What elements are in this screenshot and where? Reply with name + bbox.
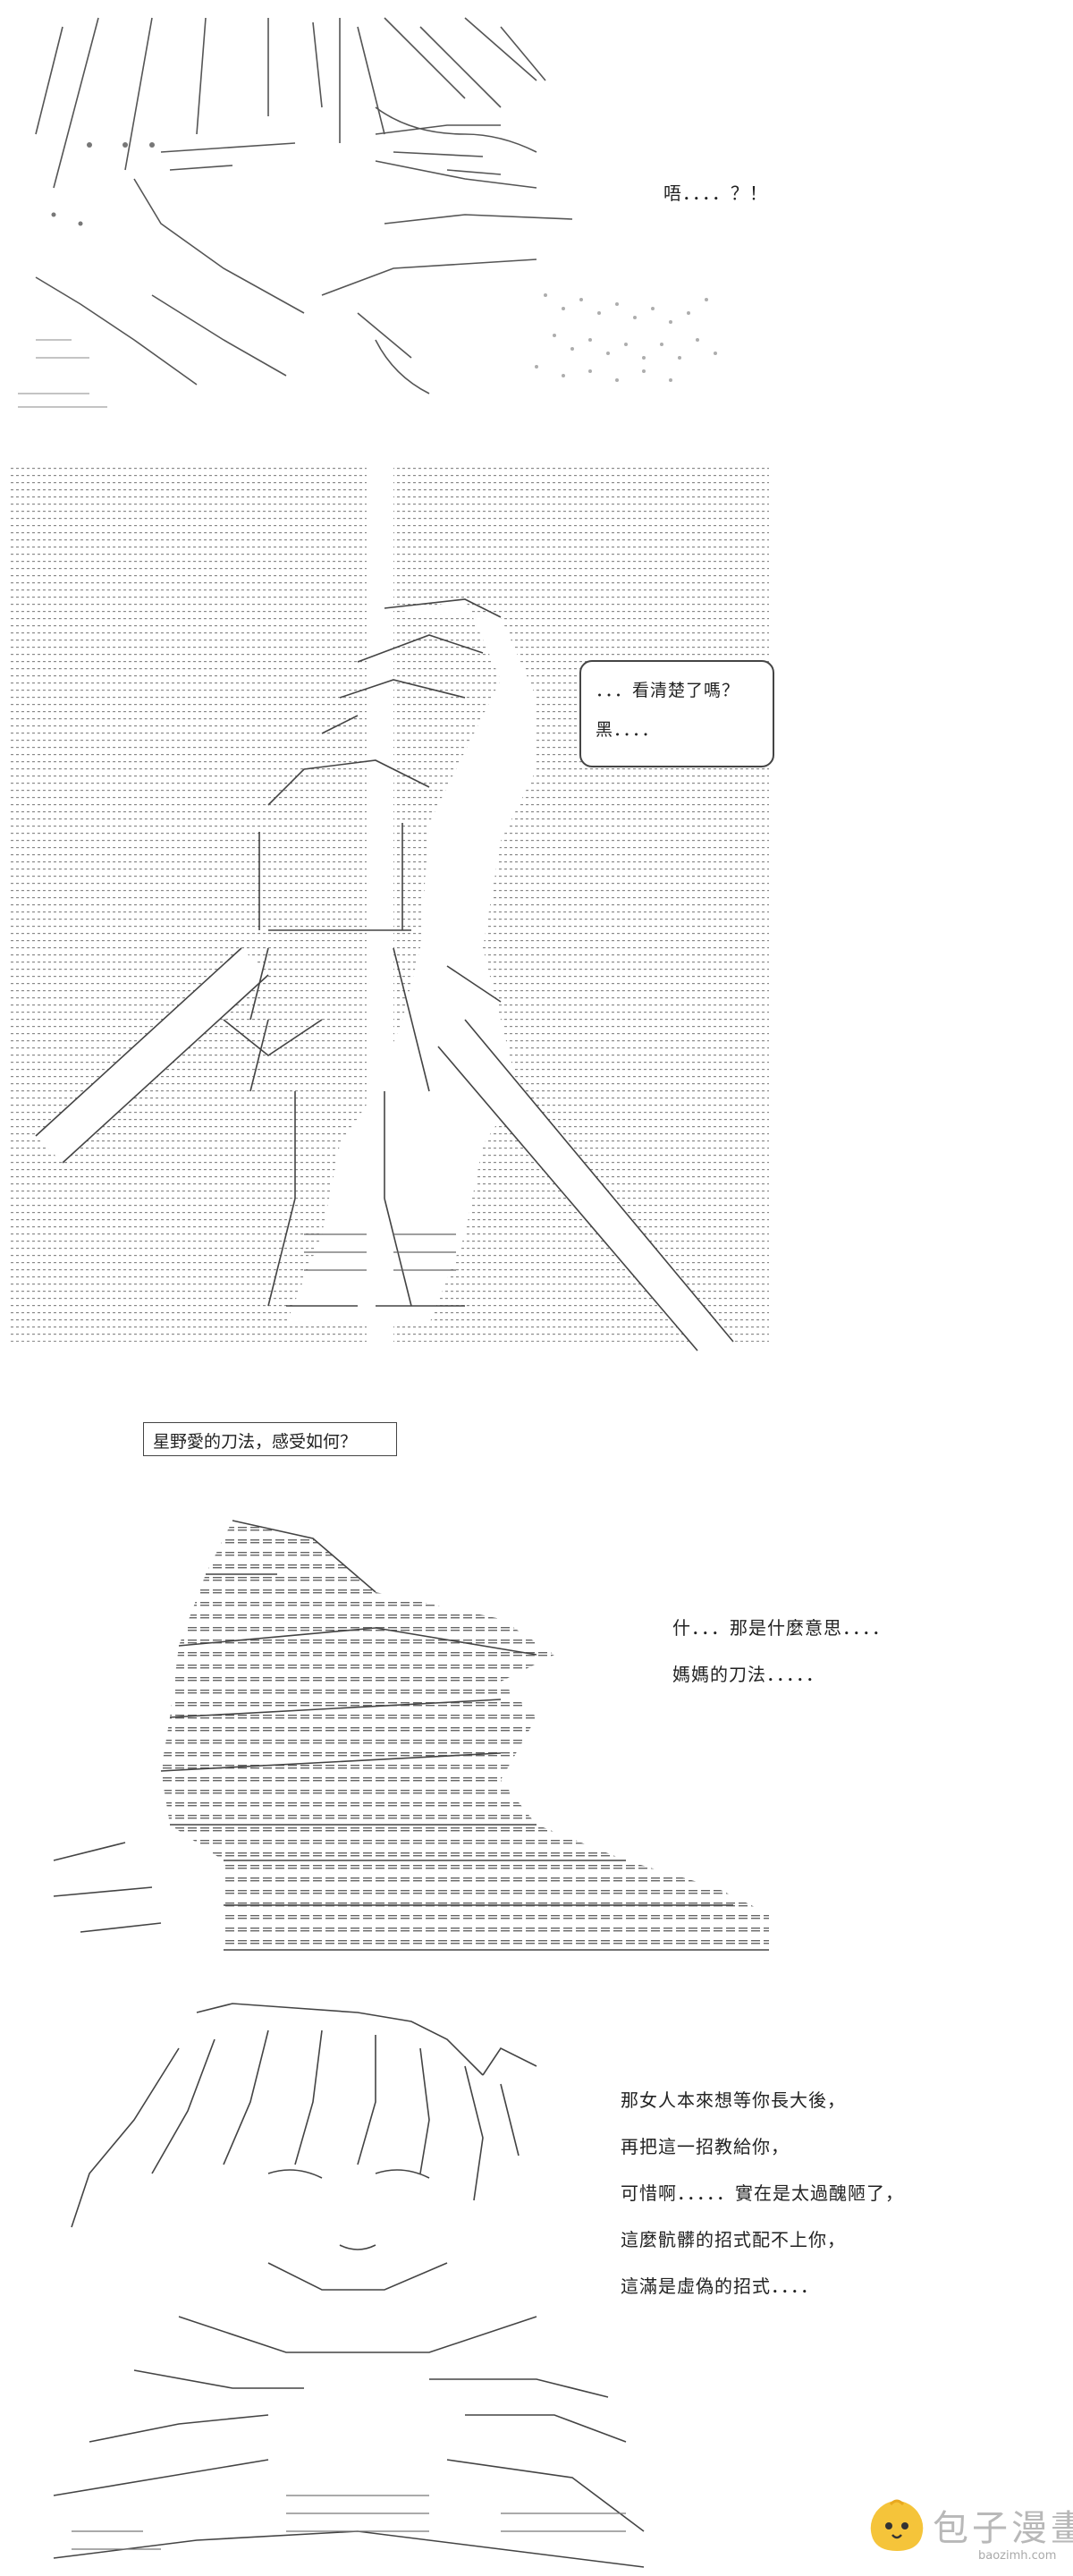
narration-caption: 星野愛的刀法，感受如何？ <box>143 1422 397 1456</box>
panel-2: ．．．看清楚了嗎？ 黑．．．． <box>0 465 1073 1360</box>
bubble-line-2: 黑．．．． <box>596 720 660 740</box>
speech-bubble: ．．．看清楚了嗎？ 黑．．．． <box>579 660 774 767</box>
bun-mascot-icon <box>870 2499 924 2551</box>
panel-2-ascii-art <box>9 465 769 1352</box>
panel-3: 什．．．那是什麼意思．．．． 媽媽的刀法．．．．． <box>0 1485 1073 1986</box>
watermark-name: 包子漫畫 <box>933 2508 1073 2549</box>
panel-1: 唔．．．．？！ <box>0 0 1073 429</box>
watermark-url: baozimh.com <box>978 2549 1057 2563</box>
panel-3-ascii-art <box>53 1520 769 1951</box>
panel-1-ascii-art <box>18 17 717 408</box>
panel-4: 那女人本來想等你長大後， 再把這一招教給你， 可惜啊．．．．．實在是太過醜陋了，… <box>0 1995 1073 2576</box>
panel-4-line-2: 再把這一招教給你， <box>621 2136 790 2157</box>
watermark-logo: 包子漫畫 baozimh.com <box>866 2487 1073 2576</box>
bubble-line-1: ．．．看清楚了嗎？ <box>596 681 740 700</box>
panel-4-line-3: 可惜啊．．．．．實在是太過醜陋了， <box>621 2182 904 2204</box>
panel-4-line-5: 這滿是虛偽的招式．．．． <box>621 2275 819 2297</box>
panel-4-ascii-art <box>53 2003 645 2568</box>
panel-4-line-1: 那女人本來想等你長大後， <box>621 2089 846 2111</box>
panel-1-exclaim: 唔．．．．？！ <box>663 182 768 204</box>
panel-3-line-1: 什．．．那是什麼意思．．．． <box>672 1617 891 1639</box>
panel-4-line-4: 這麼骯髒的招式配不上你， <box>621 2229 846 2250</box>
panel-3-line-2: 媽媽的刀法．．．．． <box>672 1664 824 1685</box>
